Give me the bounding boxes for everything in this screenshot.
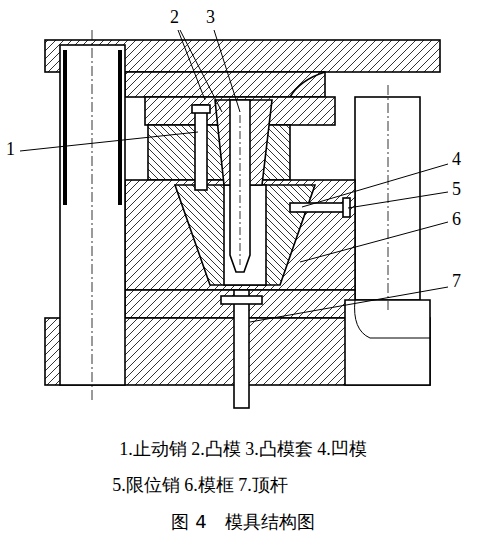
ejector-rod — [234, 290, 249, 408]
callout-number: 3 — [206, 8, 215, 28]
callout-number: 7 — [452, 272, 461, 292]
axis-line — [92, 30, 388, 400]
top-plate-boss — [125, 72, 325, 97]
stop-pin — [195, 105, 207, 190]
leader-lines — [20, 30, 448, 322]
right-base-block — [345, 300, 430, 385]
callout-number: 1 — [6, 140, 15, 160]
callout-number: 4 — [452, 150, 461, 170]
figure-caption: 图 4 模具结构图 — [171, 512, 314, 532]
callout-number: 6 — [452, 210, 461, 230]
parts-list: 1.止动销 2.凸模 3.凸模套 4.凹模 — [119, 440, 367, 460]
guide-post — [60, 45, 125, 385]
callout-number: 2 — [170, 8, 179, 28]
stop-pin-head — [192, 105, 210, 113]
punch — [230, 100, 250, 272]
top-plate-fillet — [290, 72, 325, 97]
ejector-collar — [221, 296, 262, 304]
parts-list: 5.限位销 6.模框 7.顶杆 — [112, 476, 288, 496]
limit-pin — [290, 203, 345, 212]
right-base-step — [355, 300, 430, 338]
center-line — [240, 115, 241, 265]
callout-number: 5 — [452, 180, 461, 200]
guide-sleeve — [65, 50, 120, 205]
